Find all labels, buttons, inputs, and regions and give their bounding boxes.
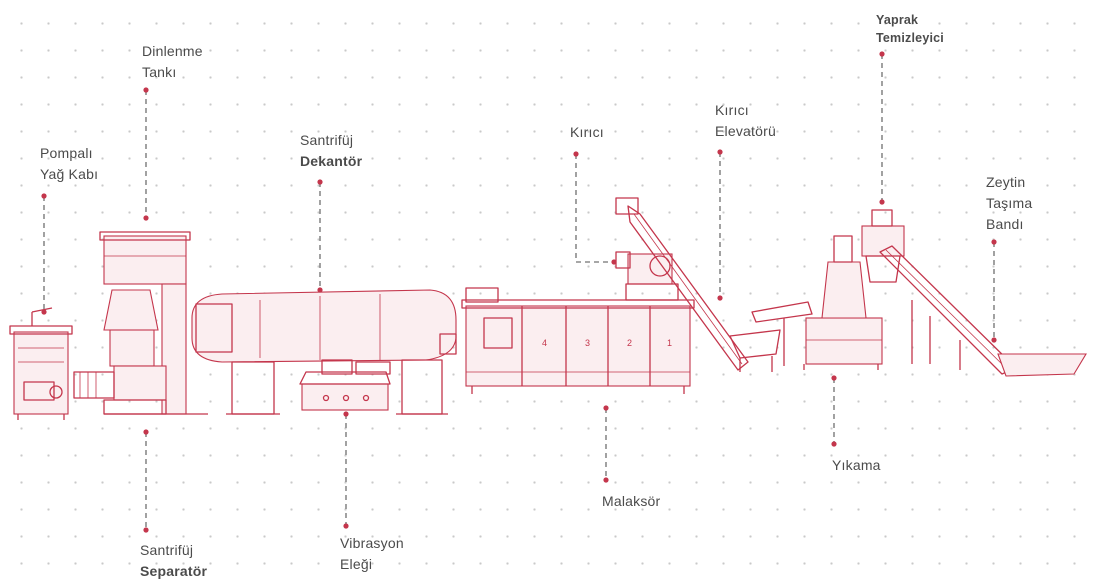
compartment-number: 1 xyxy=(667,338,672,348)
washing-machine xyxy=(751,235,883,370)
label-line: Taşıma xyxy=(986,195,1033,211)
label-malaksor: Malaksör xyxy=(602,491,660,512)
label-line: Santrifüj xyxy=(140,542,194,558)
crusher-elevator-machine xyxy=(615,197,781,372)
label-line: Elevatörü xyxy=(715,123,776,139)
label-dinlenme-tanki: Dinlenme Tankı xyxy=(142,41,203,83)
label-line: Kırıcı xyxy=(570,124,604,140)
olive-conveyor-machine xyxy=(879,245,1087,377)
compartment-number: 4 xyxy=(542,338,547,348)
label-kirici-elevatoru: Kırıcı Elevatörü xyxy=(715,100,776,142)
leaf-cleaner-machine xyxy=(861,209,905,283)
label-pompali-yag-kabi: Pompalı Yağ Kabı xyxy=(40,143,98,185)
vibrating-sieve-machine xyxy=(299,359,391,411)
label-santrifuj-separator: Santrifüj Separatör xyxy=(140,540,207,582)
separator-machine xyxy=(73,231,208,415)
label-line: Eleği xyxy=(340,556,373,572)
label-line: Yaprak xyxy=(876,13,919,27)
label-line: Yıkama xyxy=(832,457,881,473)
label-line: Yağ Kabı xyxy=(40,166,99,182)
compartment-number: 2 xyxy=(627,338,632,348)
label-line: Tankı xyxy=(142,64,177,80)
label-yikama: Yıkama xyxy=(832,455,881,476)
label-line: Vibrasyon xyxy=(340,535,404,551)
oil-tank-machine xyxy=(9,307,73,420)
label-yaprak-temizleyici: Yaprak Temizleyici xyxy=(876,11,944,47)
label-zeytin-tasima-bandi: Zeytin Taşıma Bandı xyxy=(986,172,1032,235)
label-santrifuj-dekantor: Santrifüj Dekantör xyxy=(300,130,362,172)
label-line: Bandı xyxy=(986,216,1024,232)
label-line: Dekantör xyxy=(300,153,363,169)
malaxer-machine xyxy=(461,287,695,394)
label-line: Malaksör xyxy=(602,493,661,509)
compartment-number: 3 xyxy=(585,338,590,348)
label-line: Pompalı xyxy=(40,145,93,161)
malaxer-compartment-numbers: 4 3 2 1 xyxy=(542,338,672,348)
label-line: Dinlenme xyxy=(142,43,203,59)
label-vibrasyon-elegi: Vibrasyon Eleği xyxy=(340,533,404,575)
label-line: Temizleyici xyxy=(876,31,944,45)
leader-lines xyxy=(41,51,997,533)
label-line: Zeytin xyxy=(986,174,1026,190)
decanter-machine xyxy=(191,289,457,415)
label-line: Santrifüj xyxy=(300,132,354,148)
label-line: Kırıcı xyxy=(715,102,749,118)
label-kirici: Kırıcı xyxy=(570,122,604,143)
label-line: Separatör xyxy=(140,563,208,579)
